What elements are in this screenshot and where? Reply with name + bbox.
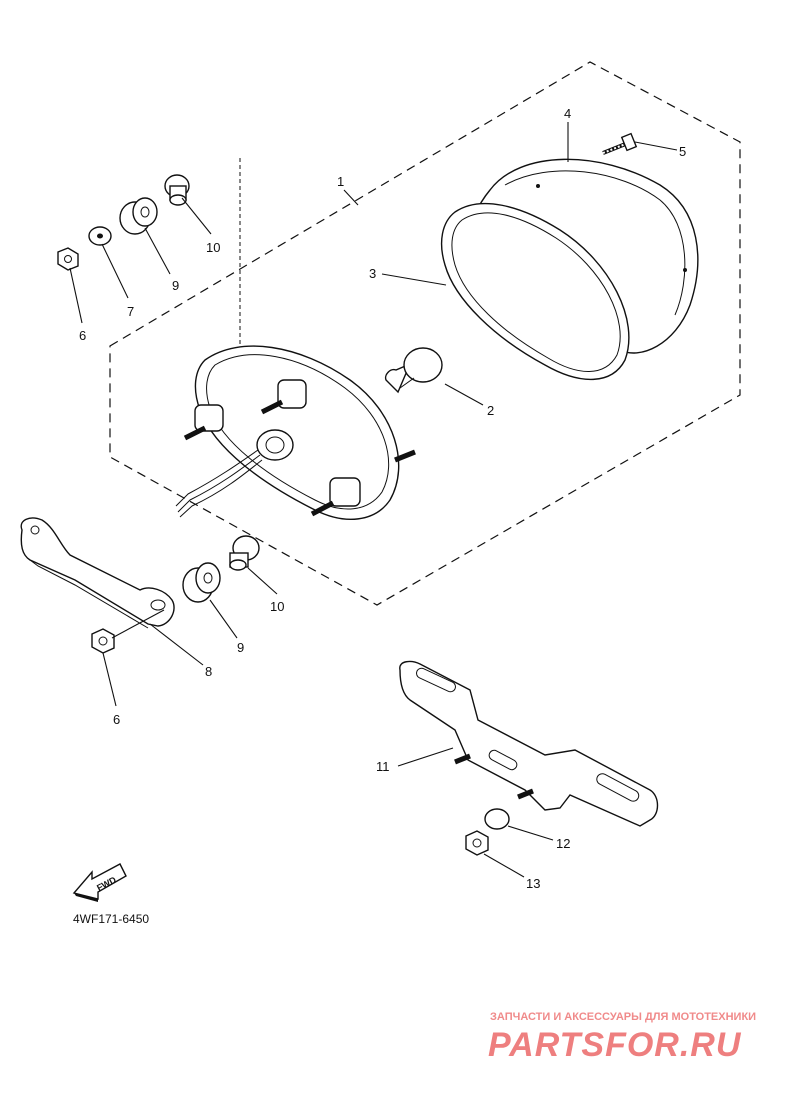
callout-1: 1 xyxy=(337,174,344,189)
stay-bracket xyxy=(20,517,175,629)
collar-lower xyxy=(229,535,260,571)
callout-2: 2 xyxy=(487,403,494,418)
callout-11: 11 xyxy=(376,759,390,774)
callout-10-lower: 10 xyxy=(270,599,284,614)
callout-12: 12 xyxy=(556,836,570,851)
collar-upper xyxy=(164,174,190,206)
license-bracket xyxy=(399,660,659,827)
screw xyxy=(602,132,638,155)
grommet-lower xyxy=(182,562,221,603)
leader-lines xyxy=(69,122,678,878)
callout-8: 8 xyxy=(205,664,212,679)
grommet-upper xyxy=(119,197,158,235)
nut-lower xyxy=(91,628,115,654)
callout-10-upper: 10 xyxy=(206,240,220,255)
callout-6-lower: 6 xyxy=(113,712,120,727)
tail-light-base xyxy=(175,345,416,520)
assembly-boundary xyxy=(109,61,741,606)
part-code: 4WF171-6450 xyxy=(73,912,149,926)
lens-gasket xyxy=(440,202,630,381)
nut-plate xyxy=(465,830,489,856)
callout-5: 5 xyxy=(679,144,686,159)
callout-4: 4 xyxy=(564,106,571,121)
watermark-brand: PARTSFOR.RU xyxy=(488,1026,742,1064)
callout-6-upper: 6 xyxy=(79,328,86,343)
washer-plate xyxy=(484,808,510,830)
callout-13: 13 xyxy=(526,876,540,891)
callout-7: 7 xyxy=(127,304,134,319)
nut-upper xyxy=(57,247,79,271)
bulb xyxy=(384,347,443,394)
forward-arrow-icon: FWD xyxy=(72,863,127,902)
callout-9-upper: 9 xyxy=(172,278,179,293)
callout-3: 3 xyxy=(369,266,376,281)
washer-upper xyxy=(88,226,112,246)
callout-9-lower: 9 xyxy=(237,640,244,655)
watermark-tagline: ЗАПЧАСТИ И АКСЕССУАРЫ ДЛЯ МОТОТЕХНИКИ xyxy=(490,1011,756,1023)
